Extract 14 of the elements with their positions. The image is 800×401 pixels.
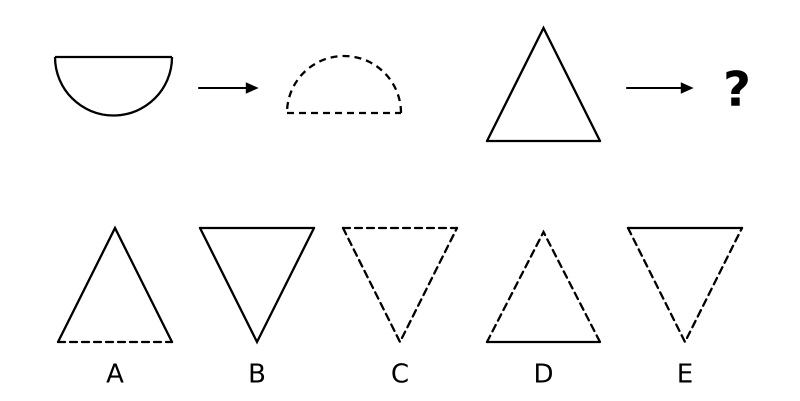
semicircle-shape <box>54 56 174 117</box>
triangle-shape <box>486 229 602 344</box>
question-mark: ? <box>726 70 748 106</box>
option-letter: D <box>536 364 552 382</box>
triangle-shape <box>56 225 174 344</box>
option-letter: A <box>106 364 124 382</box>
triangle-shape <box>342 226 458 345</box>
option-letter: C <box>392 363 408 383</box>
triangle-shape <box>198 226 316 345</box>
semicircle-shape <box>286 54 402 114</box>
triangle-shape <box>486 25 602 142</box>
option-letter: E <box>679 364 692 382</box>
option-letter: B <box>250 364 264 382</box>
triangle-shape <box>626 226 744 345</box>
